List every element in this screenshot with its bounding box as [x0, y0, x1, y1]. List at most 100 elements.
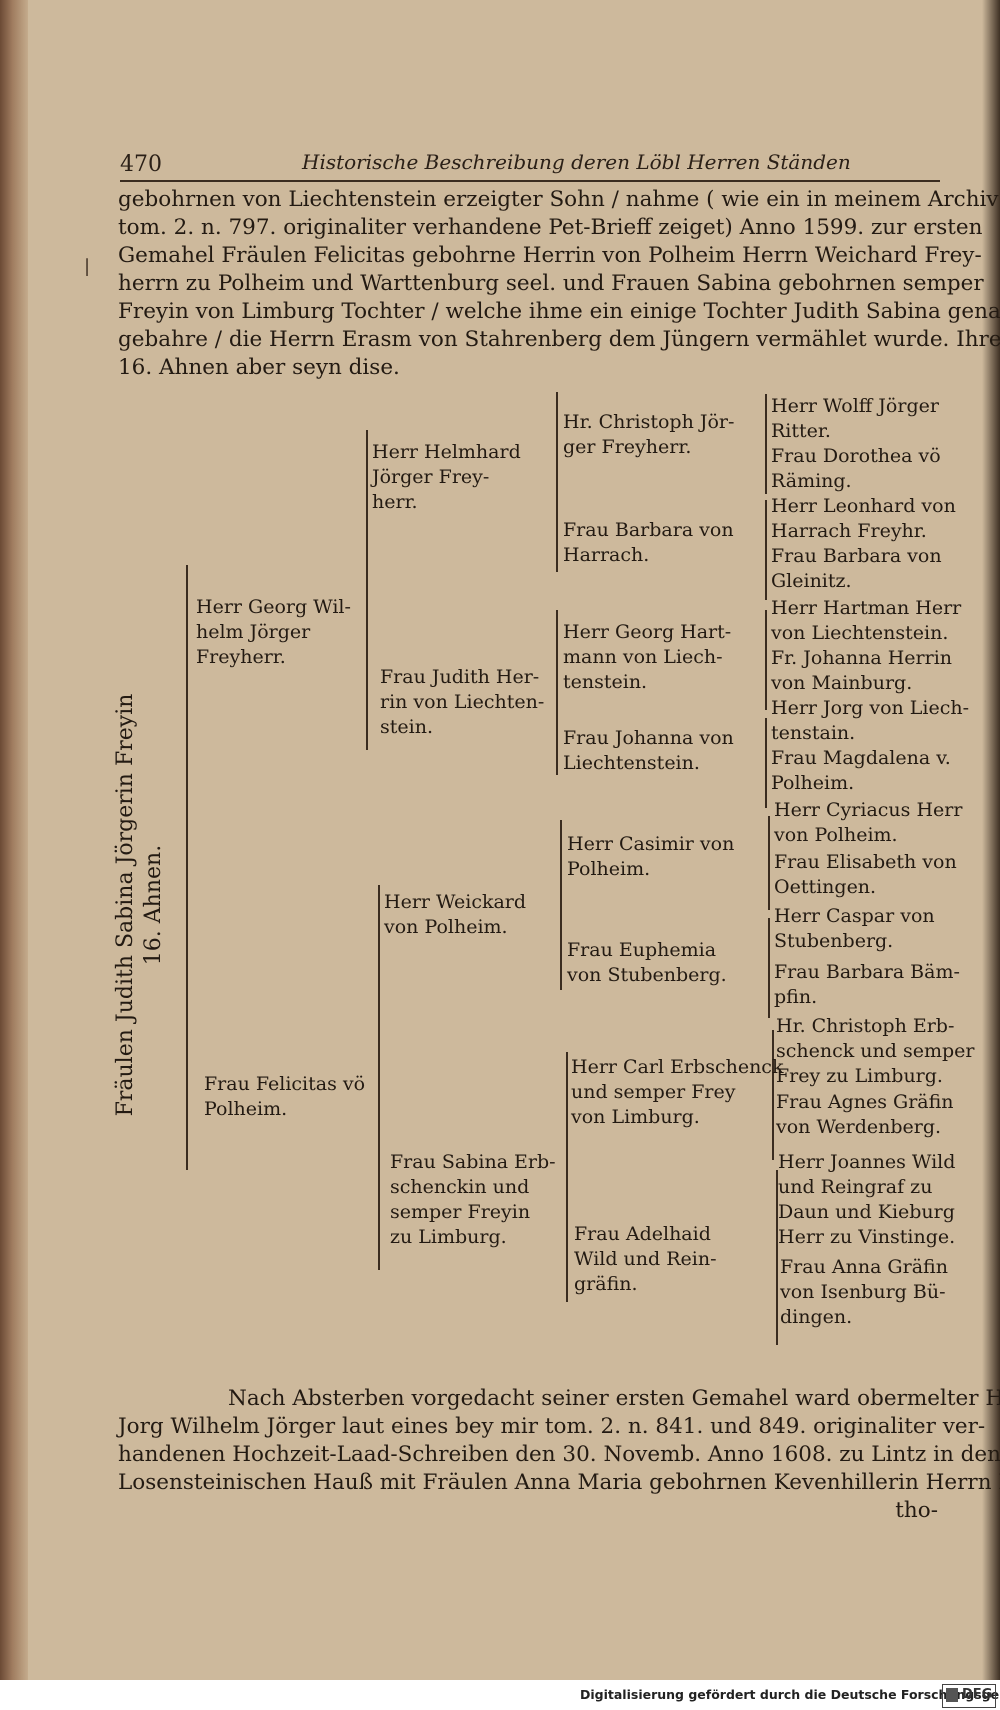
person-gen3-8: Frau Adelhaid Wild und Rein- gräfin. [574, 1222, 717, 1297]
dfg-label: DFG [962, 1687, 993, 1702]
bracket-gen2-b [556, 610, 558, 775]
text-line: herrn zu Polheim und Warttenburg seel. u… [118, 271, 984, 296]
name-line: Wild und Rein- [574, 1248, 717, 1270]
person-gen4-15: Herr Joannes Wild und Reingraf zu Daun u… [778, 1150, 955, 1250]
name-line: von Limburg. [571, 1106, 700, 1128]
name-line: Frau Dorothea vö [771, 445, 941, 467]
name-line: Harrach. [563, 544, 650, 566]
person-gen1-father: Herr Georg Wil- helm Jörger Freyherr. [196, 595, 351, 670]
name-line: Frau Sabina Erb- [390, 1151, 556, 1173]
name-line: von Liechtenstein. [771, 622, 949, 644]
header-rule [120, 180, 940, 182]
name-line: Herr Helmhard [372, 441, 521, 463]
text-line: tom. 2. n. 797. originaliter verhandene … [118, 215, 983, 240]
bracket-gen3-3 [765, 610, 767, 710]
text-line: Nach Absterben vorgedacht seiner ersten … [228, 1386, 1000, 1411]
name-line: Herr Georg Wil- [196, 596, 351, 618]
name-line: Herr Cyriacus Herr [774, 799, 963, 821]
bracket-gen1-a [366, 430, 368, 750]
person-gen3-6: Frau Euphemia von Stubenberg. [567, 938, 727, 988]
name-line: Polheim. [771, 772, 855, 794]
name-line: Herr zu Vinstinge. [778, 1226, 956, 1248]
name-line: rin von Liechten- [380, 691, 545, 713]
name-line: Herr Georg Hart- [563, 621, 732, 643]
bracket-gen2-d [566, 1052, 568, 1302]
person-gen4-7: Herr Jorg von Liech- tenstain. [771, 696, 969, 746]
name-line: stein. [380, 716, 433, 738]
name-line: Frau Euphemia [567, 939, 717, 961]
name-line: Frau Barbara von [563, 519, 734, 541]
name-line: Herr Carl Erbschenck [571, 1056, 784, 1078]
tree-root: Fräulen Judith Sabina Jörgerin Freyin 16… [113, 694, 166, 1117]
book-spine [0, 0, 28, 1680]
dfg-logo: DFG [942, 1684, 996, 1708]
person-gen4-8: Frau Magdalena v. Polheim. [771, 746, 951, 796]
name-line: semper Freyin [390, 1201, 531, 1223]
name-line: Frau Johanna von [563, 727, 734, 749]
name-line: Frau Adelhaid [574, 1223, 711, 1245]
name-line: Stubenberg. [774, 930, 894, 952]
name-line: Fr. Johanna Herrin [771, 647, 953, 669]
page-number: 470 [120, 152, 162, 177]
name-line: dingen. [780, 1306, 853, 1328]
root-caption: 16. Ahnen. [141, 844, 166, 966]
bracket-gen3-1 [765, 394, 767, 494]
name-line: Frau Agnes Gräfin [776, 1091, 954, 1113]
person-gen3-4: Frau Johanna von Liechtenstein. [563, 726, 734, 776]
name-line: tenstain. [771, 722, 856, 744]
name-line: Herr Caspar von [774, 905, 935, 927]
text-line: Losensteinischen Hauß mit Fräulen Anna M… [118, 1470, 1000, 1495]
name-line: Polheim. [567, 858, 651, 880]
digitization-footer: Digitalisierung gefördert durch die Deut… [0, 1680, 1000, 1710]
person-gen4-1: Herr Wolff Jörger Ritter. [771, 394, 939, 444]
person-gen4-2: Frau Dorothea vö Räming. [771, 444, 941, 494]
name-line: schenckin und [390, 1176, 530, 1198]
person-gen4-16: Frau Anna Gräfin von Isenburg Bü- dingen… [780, 1255, 948, 1330]
dfg-icon [946, 1688, 958, 1702]
name-line: Oettingen. [774, 876, 877, 898]
name-line: Herr Casimir von [567, 833, 735, 855]
person-gen1-mother: Frau Felicitas vö Polheim. [204, 1072, 365, 1122]
person-gen2-1: Herr Helmhard Jörger Frey- herr. [372, 440, 521, 515]
root-name: Fräulen Judith Sabina Jörgerin Freyin [113, 693, 138, 1117]
text-line: 16. Ahnen aber seyn dise. [118, 355, 400, 380]
bracket-gen3-2 [765, 500, 767, 600]
person-gen4-5: Herr Hartman Herr von Liechtenstein. [771, 596, 961, 646]
name-line: Herr Weickard [384, 891, 527, 913]
person-gen4-14: Frau Agnes Gräfin von Werdenberg. [776, 1090, 954, 1140]
name-line: Frau Barbara von [771, 545, 942, 567]
paragraph-continuation: Nach Absterben vorgedacht seiner ersten … [118, 1385, 1000, 1525]
name-line: Liechtenstein. [563, 752, 700, 774]
person-gen4-12: Frau Barbara Bäm- pfin. [774, 960, 960, 1010]
name-line: von Polheim. [774, 824, 898, 846]
person-gen4-9: Herr Cyriacus Herr von Polheim. [774, 798, 962, 848]
paragraph-intro: gebohrnen von Liechtenstein erzeigter So… [118, 186, 1000, 382]
bracket-gen3-8 [776, 1170, 778, 1345]
name-line: von Werdenberg. [776, 1116, 942, 1138]
person-gen4-6: Fr. Johanna Herrin von Mainburg. [771, 646, 952, 696]
name-line: Ritter. [771, 420, 831, 442]
page-header: 470 Historische Beschreibung deren Löbl … [120, 146, 940, 182]
name-line: Frau Felicitas vö [204, 1073, 366, 1095]
name-line: von Polheim. [384, 916, 508, 938]
page-edge [982, 0, 1000, 1680]
bracket-root [186, 565, 188, 1170]
name-line: Herr Jorg von Liech- [771, 697, 970, 719]
bracket-gen3-7 [772, 1030, 774, 1160]
name-line: von Stubenberg. [567, 964, 727, 986]
name-line: helm Jörger [196, 621, 311, 643]
name-line: Frau Magdalena v. [771, 747, 951, 769]
name-line: Frau Elisabeth von [774, 851, 957, 873]
name-line: Jörger Frey- [372, 466, 490, 488]
name-line: von Mainburg. [771, 672, 913, 694]
name-line: Herr Joannes Wild [778, 1151, 956, 1173]
name-line: gräfin. [574, 1273, 638, 1295]
person-gen3-3: Herr Georg Hart- mann von Liech- tenstei… [563, 620, 731, 695]
name-line: von Isenburg Bü- [780, 1281, 946, 1303]
name-line: tenstein. [563, 671, 648, 693]
name-line: Polheim. [204, 1098, 288, 1120]
bracket-gen3-6 [768, 918, 770, 1018]
running-title: Historische Beschreibung deren Löbl Herr… [302, 150, 851, 174]
bracket-gen3-5 [768, 816, 770, 910]
person-gen4-11: Herr Caspar von Stubenberg. [774, 904, 935, 954]
